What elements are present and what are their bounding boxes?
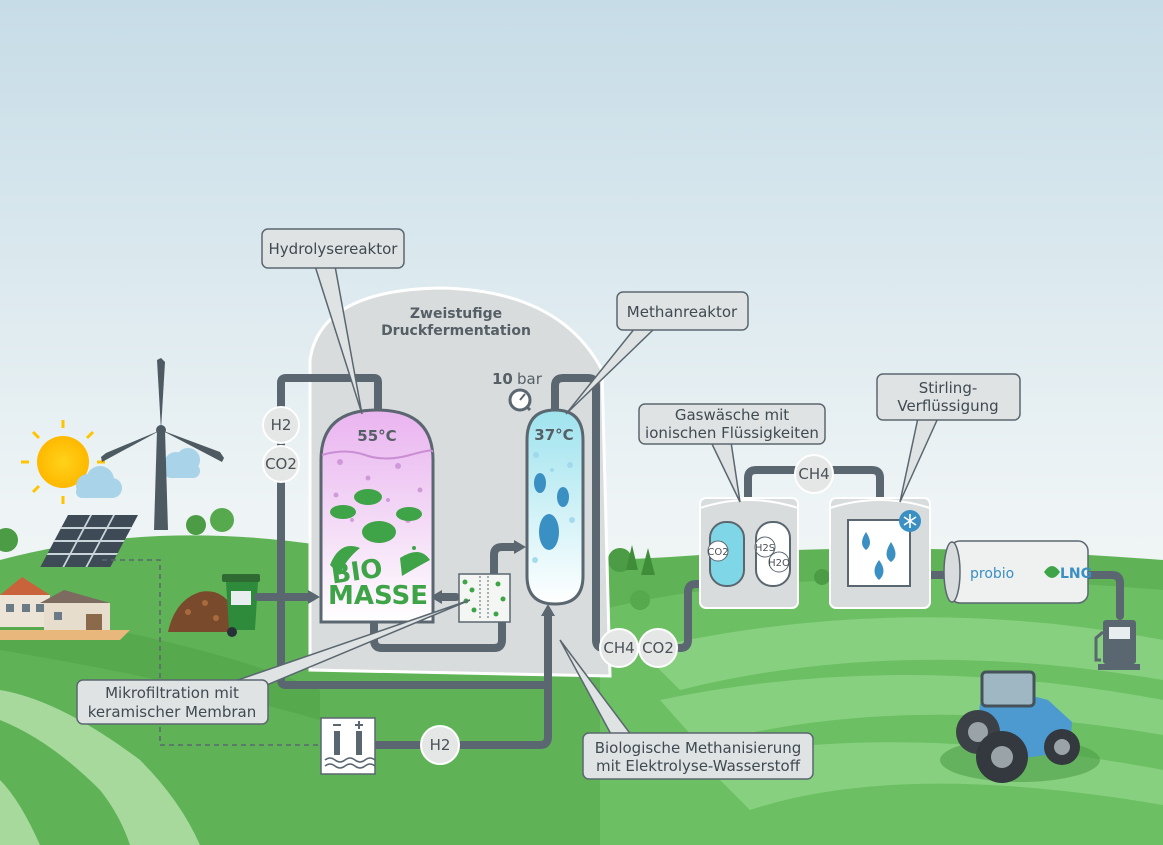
callout-gaswaesche	[638, 403, 826, 503]
callout-mikrofiltration-line1: Mikrofiltration mit	[105, 684, 239, 702]
gas-wash-h2o-label: H2O	[768, 558, 790, 569]
lng-tank	[943, 540, 1089, 604]
callout-methanisierung-line1: Biologische Methanisierung	[595, 739, 802, 757]
callout-mikrofiltration	[76, 599, 471, 725]
stirling-unit	[829, 497, 931, 609]
gas-wash-h2s-label: H2S	[755, 543, 775, 554]
gas-bubble-ch4-pipe	[794, 454, 834, 494]
flow-arrows	[308, 540, 555, 616]
gas-co2-top-label: CO2	[265, 455, 297, 473]
gas-bubble-h2-bottom	[420, 725, 460, 765]
pressure-unit: bar	[517, 370, 543, 388]
brand-suffix: LNG	[1060, 566, 1092, 582]
biomass-text-line1: BIO	[329, 554, 384, 591]
gas-bubble-co2-out	[638, 628, 678, 668]
dome-title-line1: Zweistufige	[410, 306, 502, 322]
callout-hydrolysereaktor	[261, 228, 405, 415]
callout-stirling-line1: Stirling-	[919, 379, 978, 397]
gas-wash-unit	[699, 497, 799, 609]
gas-bubble-h2-top	[262, 406, 300, 444]
gas-h2-top-label: H2	[271, 416, 292, 434]
callout-gaswaesche-line1: Gaswäsche mit	[675, 406, 789, 424]
farm-houses-icon	[0, 577, 130, 640]
callout-gaswaesche-line2: ionischen Flüssigkeiten	[645, 424, 819, 442]
cloud-icon	[76, 448, 200, 498]
tractor-icon	[940, 670, 1100, 783]
compost-pile-icon	[168, 591, 236, 632]
dome-title-line2: Druckfermentation	[381, 323, 531, 339]
microfiltration-unit	[458, 573, 511, 623]
fuel-pump-icon	[1094, 620, 1140, 670]
callout-methanisierung-line2: mit Elektrolyse-Wasserstoff	[596, 757, 801, 775]
gas-co2-out-label: CO2	[642, 639, 674, 657]
methane-reactor	[508, 388, 585, 606]
callout-mikrofiltration-line2: keramischer Membran	[88, 703, 256, 721]
callout-methanreaktor-label: Methanreaktor	[627, 303, 738, 321]
solar-panel-icon	[40, 515, 138, 567]
brand-prefix: probio	[970, 566, 1014, 582]
gas-h2-bottom-label: H2	[430, 736, 451, 754]
hydrolyse-temperature: 55°C	[357, 427, 396, 445]
pressure-value: 10	[492, 370, 513, 388]
gas-wash-co2-label: CO2	[707, 547, 728, 558]
methane-temperature: 37°C	[534, 426, 573, 444]
electrolyser-icon	[320, 717, 376, 775]
gas-ch4-out-label: CH4	[603, 639, 634, 657]
hydrolyse-reactor	[319, 408, 435, 624]
wind-turbine-icon	[101, 358, 224, 530]
snowflake-icon	[899, 510, 921, 532]
sun-icon	[21, 420, 105, 504]
callout-stirling	[876, 373, 1021, 503]
gas-ch4-pipe-label: CH4	[798, 465, 829, 483]
power-line	[102, 559, 320, 746]
callout-methanreaktor	[565, 291, 749, 415]
callout-methanisierung	[559, 639, 814, 780]
waste-bin-icon	[222, 574, 260, 637]
callout-stirling-line2: Verflüssigung	[897, 397, 998, 415]
biomass-text-line2: MASSE	[328, 581, 428, 611]
gas-bubble-co2-top	[262, 445, 300, 483]
callout-hydrolysereaktor-label: Hydrolysereaktor	[269, 240, 399, 258]
